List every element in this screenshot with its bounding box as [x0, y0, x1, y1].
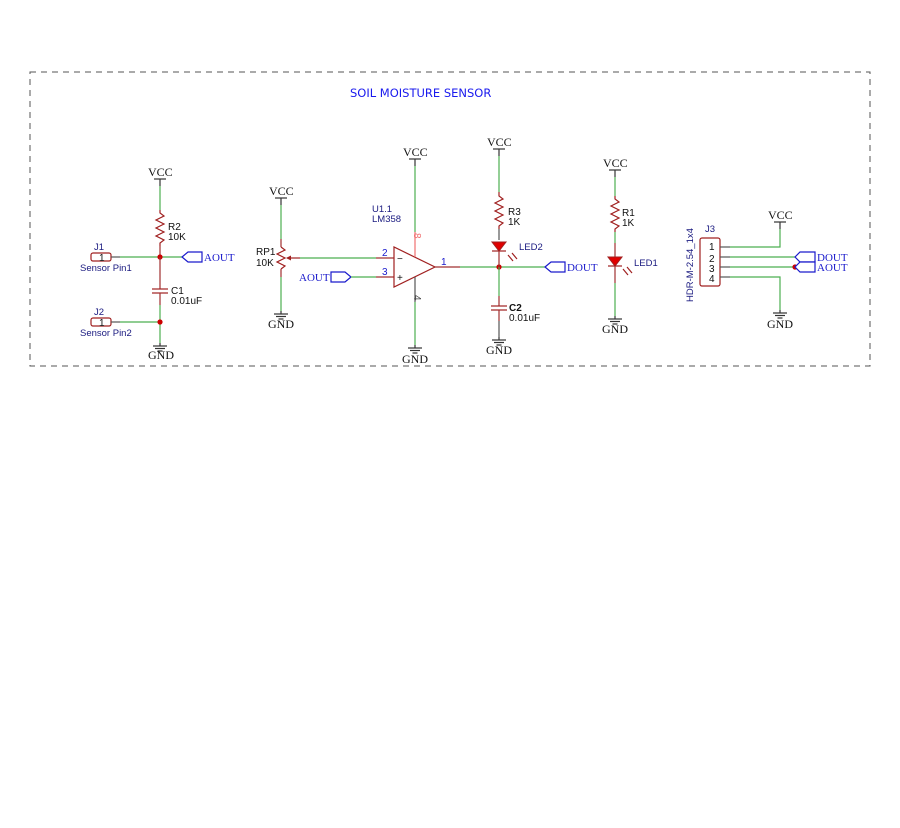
gnd-symbol-rp1: GND [268, 311, 294, 331]
block-sensor-input: VCC R2 10K AOUT J1 1 Sensor Pin1 [80, 165, 235, 362]
vcc-symbol-r1: VCC [603, 156, 628, 177]
net-flag-aout-1[interactable]: AOUT [181, 251, 235, 264]
svg-text:DOUT: DOUT [567, 262, 598, 274]
resistor-r1[interactable]: R1 1K [609, 196, 635, 232]
svg-text:VCC: VCC [403, 145, 428, 159]
resistor-r2[interactable]: R2 10K [154, 210, 186, 246]
svg-text:1: 1 [441, 257, 447, 268]
svg-text:−: − [397, 254, 403, 265]
gnd-symbol-j3: GND [767, 310, 793, 331]
svg-text:C2: C2 [509, 303, 522, 314]
svg-text:2: 2 [709, 254, 715, 265]
connector-j1[interactable]: J1 1 Sensor Pin1 [80, 242, 132, 274]
svg-text:VCC: VCC [269, 184, 294, 198]
svg-text:Sensor Pin2: Sensor Pin2 [80, 328, 132, 339]
connector-j3[interactable]: J3 HDR-M-2.54_1x4 1 2 3 4 [685, 224, 721, 302]
svg-text:3: 3 [382, 267, 388, 278]
block-comparator: VCC RP1 10K GND AOUT [256, 145, 460, 366]
svg-text:GND: GND [602, 322, 628, 336]
gnd-symbol-u1: GND [402, 345, 428, 366]
svg-text:1: 1 [709, 242, 715, 253]
svg-text:8: 8 [411, 233, 422, 239]
r2-value: 10K [168, 232, 186, 243]
svg-text:4: 4 [709, 274, 715, 285]
vcc-symbol-r2: VCC [148, 165, 173, 186]
svg-text:AOUT: AOUT [299, 272, 330, 284]
svg-text:C1: C1 [171, 286, 184, 297]
connector-j2[interactable]: J2 1 Sensor Pin2 [80, 307, 132, 339]
svg-text:4: 4 [411, 295, 422, 301]
svg-text:R1: R1 [622, 208, 635, 219]
svg-text:GND: GND [402, 352, 428, 366]
gnd-symbol-c2: GND [486, 337, 512, 357]
junction [157, 319, 163, 325]
svg-text:U1.1: U1.1 [372, 204, 392, 215]
svg-text:GND: GND [767, 317, 793, 331]
svg-text:RP1: RP1 [256, 247, 276, 258]
svg-text:1: 1 [99, 318, 105, 329]
potentiometer-rp1[interactable]: RP1 10K [256, 246, 300, 270]
net-flag-aout-3[interactable]: AOUT [794, 261, 848, 274]
svg-text:3: 3 [709, 264, 715, 275]
svg-text:VCC: VCC [768, 208, 793, 222]
svg-text:R3: R3 [508, 207, 521, 218]
svg-text:HDR-M-2.54_1x4: HDR-M-2.54_1x4 [685, 228, 696, 302]
net-flag-aout-2[interactable]: AOUT [299, 271, 352, 284]
svg-text:LM358: LM358 [372, 214, 401, 225]
svg-text:GND: GND [486, 343, 512, 357]
led-led1[interactable]: LED1 [606, 256, 658, 276]
vcc-symbol-rp1: VCC [269, 184, 294, 205]
vcc-symbol-u1: VCC [403, 145, 428, 166]
svg-text:J2: J2 [94, 307, 104, 318]
vcc-label: VCC [148, 165, 173, 179]
sheet-border [29, 71, 871, 367]
svg-text:0.01uF: 0.01uF [509, 313, 540, 324]
vcc-symbol-r3: VCC [487, 135, 512, 156]
resistor-r3[interactable]: R3 1K [493, 192, 521, 229]
svg-text:VCC: VCC [603, 156, 628, 170]
svg-text:AOUT: AOUT [817, 262, 848, 274]
svg-text:J1: J1 [94, 242, 104, 253]
net-flag-dout-1[interactable]: DOUT [544, 261, 598, 274]
svg-text:GND: GND [148, 348, 174, 362]
block-output: VCC R3 1K LED2 C2 0.01uF [460, 135, 598, 357]
svg-text:J3: J3 [705, 224, 715, 235]
svg-text:LED2: LED2 [519, 242, 543, 253]
svg-text:2: 2 [382, 248, 388, 259]
svg-text:Sensor Pin1: Sensor Pin1 [80, 263, 132, 274]
net-flag-dout-2[interactable]: DOUT [794, 251, 848, 264]
capacitor-c2[interactable]: C2 0.01uF [491, 303, 540, 324]
svg-text:1K: 1K [508, 217, 521, 228]
svg-text:10K: 10K [256, 258, 274, 269]
svg-text:GND: GND [268, 317, 294, 331]
gnd-symbol-c1: GND [148, 343, 174, 362]
gnd-symbol-led1: GND [602, 316, 628, 336]
block-power-led: VCC R1 1K LED1 GND [602, 156, 658, 336]
svg-text:+: + [397, 273, 403, 284]
svg-text:1K: 1K [622, 218, 635, 229]
block-header-j3: J3 HDR-M-2.54_1x4 1 2 3 4 VCC GND [685, 208, 848, 331]
schematic-title: SOIL MOISTURE SENSOR [350, 86, 491, 100]
svg-text:0.01uF: 0.01uF [171, 296, 202, 307]
opamp-u1[interactable]: 2 3 − + U1.1 LM358 8 4 1 [372, 204, 447, 301]
svg-text:AOUT: AOUT [204, 252, 235, 264]
svg-text:1: 1 [99, 253, 105, 264]
svg-text:DOUT: DOUT [817, 252, 848, 264]
led-led2[interactable]: LED2 [490, 241, 543, 262]
svg-text:VCC: VCC [487, 135, 512, 149]
svg-text:LED1: LED1 [634, 258, 658, 269]
r2-ref: R2 [168, 222, 181, 233]
vcc-symbol-j3: VCC [768, 208, 793, 229]
